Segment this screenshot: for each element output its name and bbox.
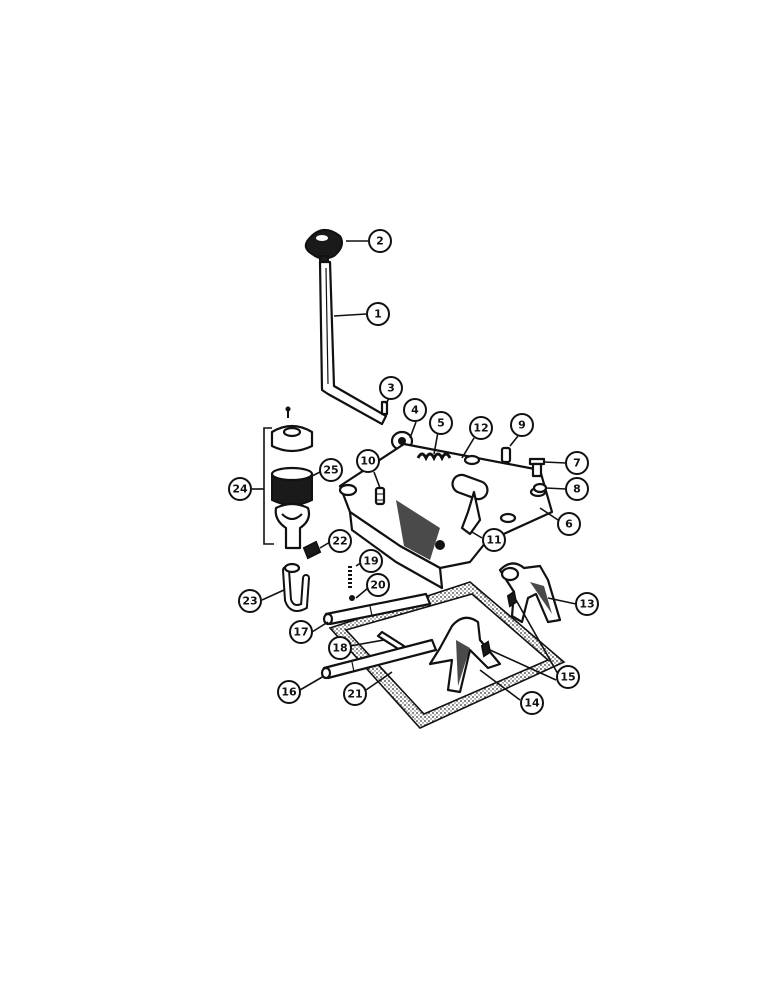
callout-11: 11	[482, 528, 506, 552]
callout-label-3: 3	[387, 382, 395, 395]
callout-label-18: 18	[332, 642, 347, 655]
callout-2: 2	[368, 229, 392, 253]
callout-9: 9	[510, 413, 534, 437]
callout-label-20: 20	[370, 579, 386, 592]
shift-rail-upper	[322, 592, 432, 626]
callout-label-22: 22	[332, 535, 347, 548]
breather-tube	[282, 562, 310, 612]
callout-1: 1	[366, 302, 390, 326]
callout-label-9: 9	[518, 419, 526, 432]
fork-lock-screw	[480, 590, 518, 658]
callout-label-14: 14	[524, 697, 540, 710]
callout-label-2: 2	[376, 235, 384, 248]
callout-12: 12	[469, 416, 493, 440]
bracket-24	[263, 427, 274, 545]
callout-label-24: 24	[232, 483, 248, 496]
callout-15: 15	[556, 665, 580, 689]
callout-label-12: 12	[473, 422, 488, 435]
shift-lever	[318, 260, 388, 426]
callout-label-17: 17	[293, 626, 308, 639]
callout-label-8: 8	[573, 483, 581, 496]
callout-24: 24	[228, 477, 252, 501]
callout-14: 14	[520, 691, 544, 715]
callout-16: 16	[277, 680, 301, 704]
callout-3: 3	[379, 376, 403, 400]
detent-ball	[349, 595, 355, 601]
lever-pin	[380, 400, 389, 416]
leader-lines	[252, 240, 577, 701]
vent-cap-assembly	[270, 406, 314, 550]
callout-23: 23	[238, 589, 262, 613]
set-screw	[374, 486, 386, 506]
callout-4: 4	[403, 398, 427, 422]
callout-22: 22	[328, 529, 352, 553]
cap-bolt	[528, 457, 546, 478]
shift-fork-lower	[428, 616, 502, 694]
plug	[302, 540, 322, 560]
callout-label-13: 13	[579, 598, 594, 611]
callout-8: 8	[565, 477, 589, 501]
callout-label-4: 4	[411, 404, 419, 417]
callout-21: 21	[343, 682, 367, 706]
callout-18: 18	[328, 636, 352, 660]
callout-label-1: 1	[374, 308, 382, 321]
callout-5: 5	[429, 411, 453, 435]
callout-label-11: 11	[486, 534, 501, 547]
callout-20: 20	[366, 573, 390, 597]
shift-rail-lower	[320, 638, 438, 680]
spring	[416, 452, 452, 462]
callout-7: 7	[565, 451, 589, 475]
dowel-pin	[500, 446, 512, 464]
callout-label-10: 10	[360, 455, 376, 468]
callout-label-7: 7	[573, 457, 581, 470]
callout-label-5: 5	[437, 417, 445, 430]
callout-13: 13	[575, 592, 599, 616]
callout-label-15: 15	[560, 671, 575, 684]
callout-label-23: 23	[242, 595, 257, 608]
lock-washer	[532, 482, 548, 494]
callout-19: 19	[359, 549, 383, 573]
callout-label-25: 25	[323, 464, 338, 477]
callout-10: 10	[356, 449, 380, 473]
callout-label-16: 16	[281, 686, 297, 699]
callout-25: 25	[319, 458, 343, 482]
shifter-housing	[338, 442, 554, 590]
callout-6: 6	[557, 512, 581, 536]
shift-knob	[304, 229, 343, 265]
pivot-tube	[451, 473, 489, 536]
callout-label-21: 21	[347, 688, 362, 701]
callout-label-6: 6	[565, 518, 573, 531]
shift-fork-upper	[498, 562, 562, 624]
callout-17: 17	[289, 620, 313, 644]
callout-label-19: 19	[363, 555, 378, 568]
